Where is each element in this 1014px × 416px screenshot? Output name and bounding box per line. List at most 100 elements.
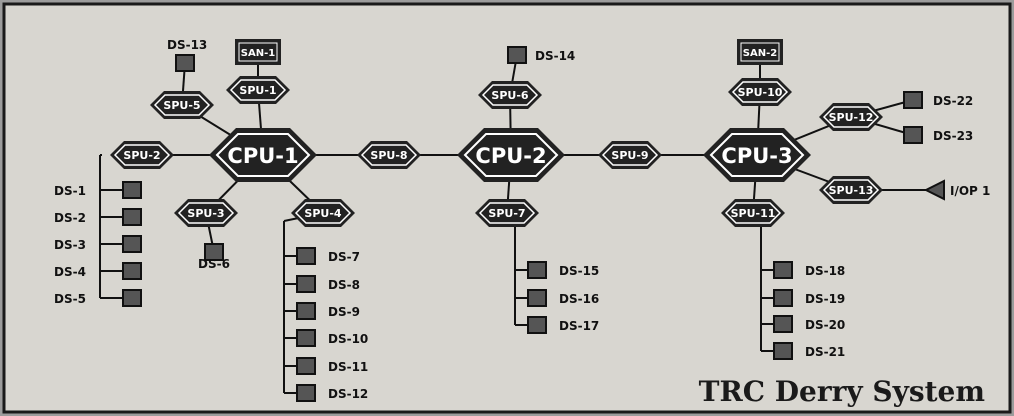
node-ds20: DS-20 (773, 315, 845, 333)
ds16-box (527, 289, 547, 307)
ds19-label: DS-19 (805, 292, 845, 306)
ds11-label: DS-11 (328, 360, 368, 374)
ds5-box (122, 289, 142, 307)
spu3-label: SPU-3 (187, 207, 224, 220)
spu6-inner-hexagon (481, 84, 539, 106)
node-ds23: DS-23 (903, 126, 973, 144)
node-spu10: SPU-10 (728, 78, 792, 106)
spu11-inner-hexagon (724, 202, 782, 224)
spu13-inner-hexagon (822, 179, 880, 201)
node-ds18: DS-18 (773, 261, 845, 279)
ds1-label: DS-1 (54, 184, 86, 198)
ds12-box (296, 384, 316, 402)
ds13-box (175, 54, 195, 72)
node-iop1: I/OP 1 (923, 179, 990, 201)
node-spu13: SPU-13 (819, 176, 883, 204)
node-ds7: DS-7 (296, 247, 360, 265)
spu10-inner-hexagon (731, 81, 789, 103)
ds8-box (296, 275, 316, 293)
san1-label: SAN-1 (241, 48, 275, 59)
spu6-label: SPU-6 (491, 89, 528, 102)
spu13-label: SPU-13 (829, 184, 874, 197)
cpu1-label: CPU-1 (227, 144, 298, 168)
ds21-label: DS-21 (805, 345, 845, 359)
ds15-box (527, 261, 547, 279)
spu11-label: SPU-11 (731, 207, 776, 220)
spu9-inner-hexagon (601, 144, 659, 166)
spu8-label: SPU-8 (370, 149, 407, 162)
node-ds17: DS-17 (527, 316, 599, 334)
node-ds21: DS-21 (773, 342, 845, 360)
ds20-box (773, 315, 793, 333)
node-spu3: SPU-3 (174, 199, 238, 227)
cpu2-label: CPU-2 (475, 144, 546, 168)
ds2-box (122, 208, 142, 226)
spu5-inner-hexagon (153, 94, 211, 116)
node-spu6: SPU-6 (478, 81, 542, 109)
ds8-label: DS-8 (328, 278, 360, 292)
ds17-box (527, 316, 547, 334)
node-ds22: DS-22 (903, 91, 973, 109)
node-ds1: DS-1 (54, 181, 142, 199)
ds10-box (296, 329, 316, 347)
node-san2: SAN-2 (737, 39, 783, 65)
node-ds4: DS-4 (54, 262, 142, 280)
spu4-inner-hexagon (294, 202, 352, 224)
san2-label: SAN-2 (743, 48, 777, 59)
spu2-inner-hexagon (113, 144, 171, 166)
ds6-box (204, 243, 224, 261)
ds6-label: DS-6 (198, 257, 230, 271)
spu1-label: SPU-1 (239, 84, 276, 97)
ds15-label: DS-15 (559, 264, 599, 278)
node-cpu2: CPU-2 (457, 128, 565, 182)
ds9-box (296, 302, 316, 320)
ds3-box (122, 235, 142, 253)
node-ds3: DS-3 (54, 235, 142, 253)
node-spu5: SPU-5 (150, 91, 214, 119)
spu10-label: SPU-10 (738, 86, 783, 99)
node-spu9: SPU-9 (598, 141, 662, 169)
ds11-box (296, 357, 316, 375)
ds1-box (122, 181, 142, 199)
node-ds19: DS-19 (773, 289, 845, 307)
node-ds5: DS-5 (54, 289, 142, 307)
spu12-label: SPU-12 (829, 111, 874, 124)
ds19-box (773, 289, 793, 307)
diagram-title: TRC Derry System (699, 375, 985, 408)
ds16-label: DS-16 (559, 292, 599, 306)
ds12-label: DS-12 (328, 387, 368, 401)
ds4-box (122, 262, 142, 280)
node-ds9: DS-9 (296, 302, 360, 320)
node-ds11: DS-11 (296, 357, 368, 375)
node-ds13: DS-13 (167, 38, 207, 72)
node-ds15: DS-15 (527, 261, 599, 279)
ds14-label: DS-14 (535, 49, 575, 63)
node-spu4: SPU-4 (291, 199, 355, 227)
ds7-label: DS-7 (328, 250, 360, 264)
node-spu12: SPU-12 (819, 103, 883, 131)
node-spu11: SPU-11 (721, 199, 785, 227)
ds22-box (903, 91, 923, 109)
spu9-label: SPU-9 (611, 149, 648, 162)
ds20-label: DS-20 (805, 318, 845, 332)
spu3-inner-hexagon (177, 202, 235, 224)
node-ds8: DS-8 (296, 275, 360, 293)
spu1-inner-hexagon (229, 79, 287, 101)
node-spu1: SPU-1 (226, 76, 290, 104)
ds2-label: DS-2 (54, 211, 86, 225)
node-ds2: DS-2 (54, 208, 142, 226)
spu7-label: SPU-7 (488, 207, 525, 220)
cpu3-inner-hexagon (709, 133, 805, 177)
node-san1: SAN-1 (235, 39, 281, 65)
san2-box-inner (740, 42, 780, 62)
ds23-label: DS-23 (933, 129, 973, 143)
ds17-label: DS-17 (559, 319, 599, 333)
ds10-label: DS-10 (328, 332, 368, 346)
node-spu7: SPU-7 (475, 199, 539, 227)
spu2-label: SPU-2 (123, 149, 160, 162)
node-spu2: SPU-2 (110, 141, 174, 169)
ds5-label: DS-5 (54, 292, 86, 306)
